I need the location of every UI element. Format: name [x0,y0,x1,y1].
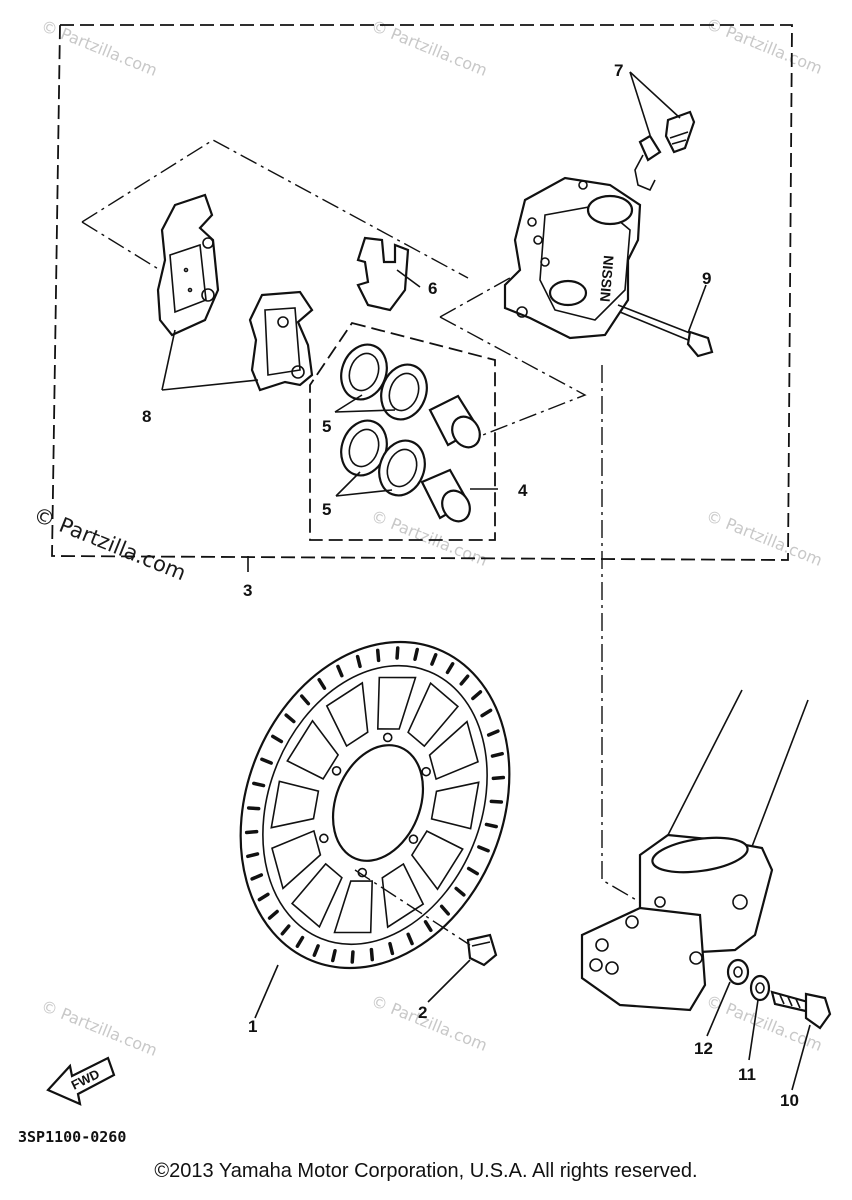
disc-bolt [466,933,498,967]
disc-slot [413,647,419,661]
axle-bolt [770,990,832,1030]
disc-window [286,719,340,780]
axle-washers [726,958,771,1002]
caliper-brand: NISSIN [597,255,617,303]
disc-slot [454,886,466,897]
disc-slot [445,662,455,675]
disc-slot [471,690,483,701]
disc-slot [388,941,395,956]
disc-slot [439,904,450,916]
piston-seals [340,343,428,497]
disc-slot [336,664,344,678]
disc-slot [490,751,504,758]
watermark: © Partzilla.com [369,506,491,570]
seal-kit-boundary [309,321,496,541]
assembly-boundary [51,24,793,561]
caliper-body: NISSIN [503,176,642,340]
disc-slot [246,806,261,811]
disc-slot [486,729,500,737]
disc-ventilation-slots [244,646,506,964]
front-fork-leg [580,689,809,1012]
disc-window [270,780,320,829]
disc-slot [331,949,337,963]
callout-7: 7 [614,61,623,80]
callout-5b: 5 [322,500,331,519]
disc-window [376,676,417,730]
disc-slot [355,654,362,669]
watermark: © Partzilla.com [704,14,826,78]
disc-window [428,720,479,781]
disc-window [407,681,460,748]
disc-window [381,862,425,929]
disc-slot [246,852,260,859]
disc-slot [466,866,479,876]
callout-2: 2 [418,1003,427,1022]
disc-slot [280,924,291,936]
disc-slot [284,713,296,724]
disc-slot [489,799,504,804]
disc-slot [484,822,498,829]
callout-4: 4 [518,481,528,500]
disc-slot [406,932,414,946]
disc-slot [244,829,259,835]
disc-slot [480,708,493,718]
disc-slot [491,775,506,781]
callout-10: 10 [780,1091,799,1110]
caliper-bolt [617,304,714,358]
disc-windows [270,676,480,934]
disc-bolt-hole [382,732,393,743]
callout-11: 11 [738,1065,756,1084]
disc-window [271,829,322,890]
disc-window [325,681,369,748]
disc-window [290,862,343,929]
pistons [420,394,481,523]
brake-pad-left [156,193,220,337]
disc-slot [295,935,305,948]
callout-1: 1 [248,1017,257,1036]
watermark: © Partzilla.com [39,996,161,1060]
disc-slot [375,648,381,663]
disc-slot [271,734,284,744]
disc-window [333,880,374,934]
disc-slot [477,845,490,853]
callout-12: 12 [694,1039,713,1058]
disc-slot [257,892,270,902]
bleed-screw [634,110,696,192]
disc-slot [252,781,266,788]
disc-slot [300,694,311,706]
disc-slot [317,677,327,690]
disc-bolt-hole [319,833,329,844]
callout-leaders [161,71,811,1091]
callout-5a: 5 [322,417,331,436]
callout-8: 8 [142,407,151,426]
disc-slot [250,873,264,881]
watermark-large: © Partzilla.com [30,502,189,585]
disc-slot [430,653,438,666]
disc-window [410,830,464,891]
disc-bolt-hole [421,766,431,777]
brake-disc [239,640,511,970]
callout-6: 6 [428,279,437,298]
copyright-notice: ©2013 Yamaha Motor Corporation, U.S.A. A… [154,1160,698,1182]
disc-window [430,781,480,830]
diagram-code: 3SP1100-0260 [18,1128,126,1146]
disc-bolt-hole [408,834,419,845]
disc-slot [395,646,400,660]
disc-slot [260,757,273,765]
callout-9: 9 [702,269,711,288]
disc-slot [423,920,433,933]
disc-slot [267,909,279,920]
disc-bolt-hole [331,765,342,776]
callout-3: 3 [243,581,252,600]
disc-slot [350,950,355,964]
callouts: 1 2 3 4 5 5 6 7 8 9 10 11 12 [142,61,799,1110]
brake-pad-right [248,290,314,392]
disc-slot [369,947,375,962]
disc-slot [312,944,320,957]
disc-slot [459,674,470,686]
forward-arrow: FWD [46,1056,116,1106]
pad-spring [356,236,410,312]
